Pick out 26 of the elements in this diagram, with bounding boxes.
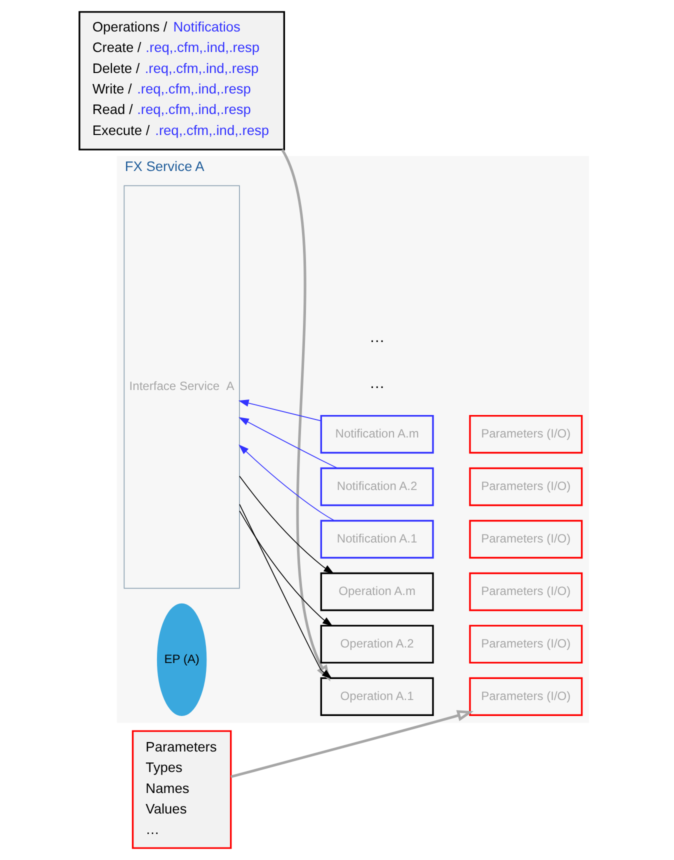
node-box: Parameters (I/O) xyxy=(468,624,582,664)
node-box: Parameters Types Names Values … xyxy=(131,730,232,849)
node-box: Parameters (I/O) xyxy=(468,414,582,454)
label: … xyxy=(368,328,384,346)
arrow xyxy=(238,417,338,469)
arrow xyxy=(230,710,474,778)
arrow xyxy=(280,149,330,682)
arrow xyxy=(238,400,321,422)
node-box: Notification A.1 xyxy=(320,520,434,559)
node-box: Parameters (I/O) xyxy=(468,572,582,612)
node-ellipse: EP (A) xyxy=(156,603,206,716)
node-box: Operation A.2 xyxy=(320,624,434,664)
arrow xyxy=(238,504,332,679)
arrow xyxy=(238,444,335,522)
node-box: Parameters (I/O) xyxy=(468,677,582,716)
node-box: Operation A.m xyxy=(320,572,434,612)
arrow xyxy=(238,510,332,626)
node-box: Interface Service A xyxy=(123,185,240,589)
arrow xyxy=(238,476,334,574)
node-box: Operation A.1 xyxy=(320,677,434,716)
node-box: Parameters (I/O) xyxy=(468,520,582,559)
label: … xyxy=(368,375,384,392)
node-box: Parameters (I/O) xyxy=(468,467,582,506)
node-box: Notification A.2 xyxy=(320,467,434,506)
node-box: Operations / Notificatios Create / .req,.cfm,.ind,.resp Delete / .req,.cfm,.ind,.resp Write / .req,.cfm,.ind,.resp Read / .req,.cfm,.ind,.resp Execute / .req,.cfm,.ind,.resp xyxy=(78,11,285,150)
node-box: Notification A.m xyxy=(320,414,434,454)
